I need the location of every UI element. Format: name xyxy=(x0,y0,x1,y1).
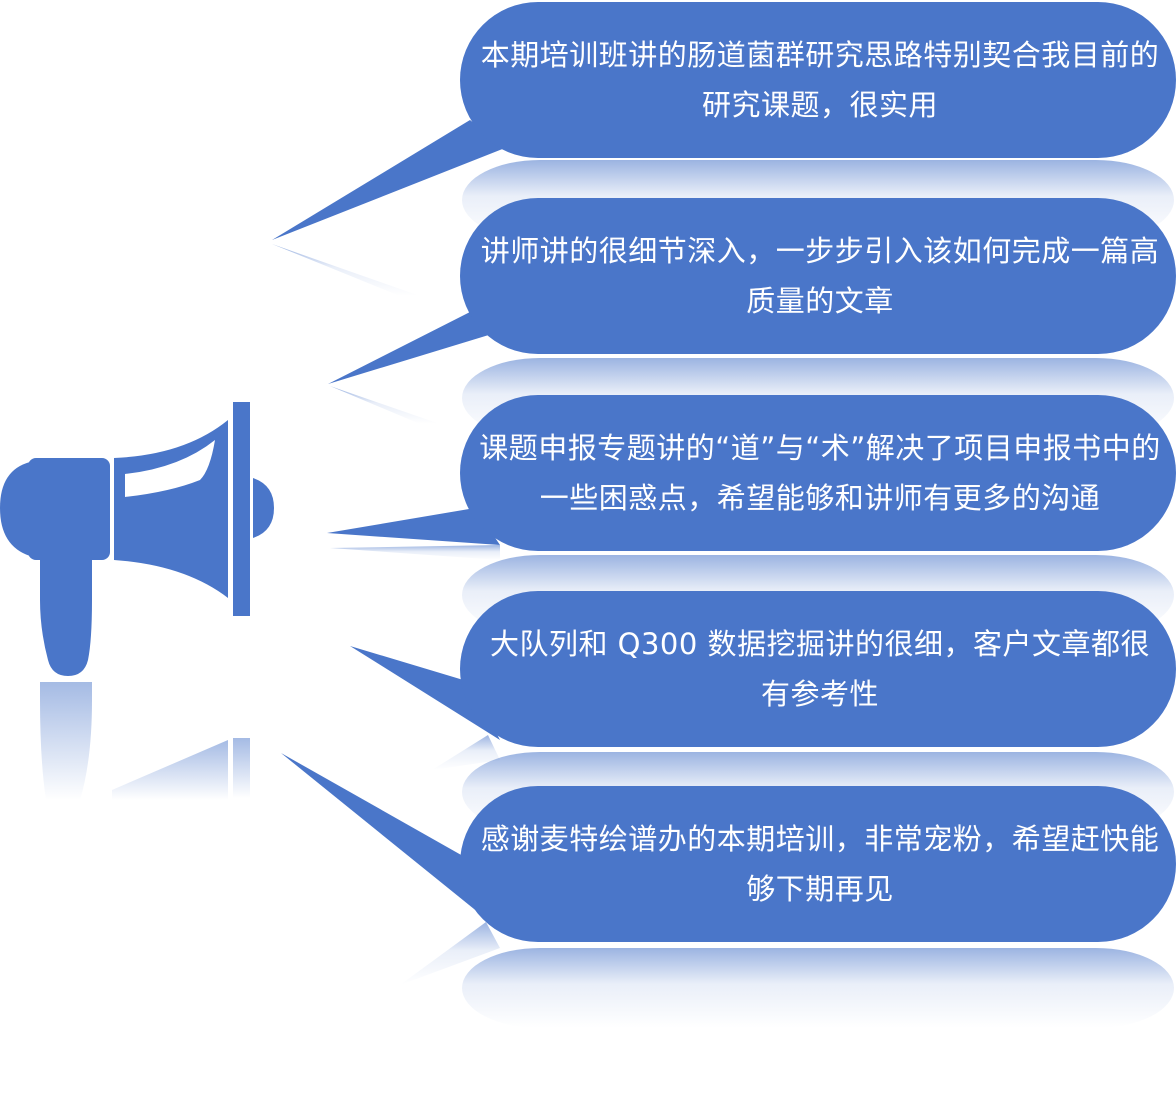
tail-reflection-4 xyxy=(432,735,500,770)
testimonial-4-text: 大队列和 Q300 数据挖掘讲的很细，客户文章都很有参考性 xyxy=(489,627,1151,711)
bubble-body-2 xyxy=(460,198,1176,354)
megaphone-icon xyxy=(0,402,274,676)
bubble-tail-3 xyxy=(327,508,500,545)
tail-reflection-3 xyxy=(330,545,500,560)
speech-bubble-1 xyxy=(272,2,1176,240)
megaphone-reflection xyxy=(40,682,250,800)
testimonial-3: 课题申报专题讲的“道”与“术”解决了项目申报书中的一些困惑点，希望能够和讲师有更… xyxy=(470,395,1170,551)
speech-bubble-2 xyxy=(328,198,1176,384)
testimonial-5-text: 感谢麦特绘谱办的本期培训，非常宠粉，希望赶快能够下期再见 xyxy=(480,822,1160,906)
testimonial-2: 讲师讲的很细节深入，一步步引入该如何完成一篇高质量的文章 xyxy=(470,198,1170,354)
testimonial-1-text: 本期培训班讲的肠道菌群研究思路特别契合我目前的研究课题，很实用 xyxy=(480,38,1160,122)
testimonial-1: 本期培训班讲的肠道菌群研究思路特别契合我目前的研究课题，很实用 xyxy=(470,2,1170,158)
bubble-reflection-5 xyxy=(462,948,1174,1028)
tail-reflection-5 xyxy=(400,922,500,985)
speech-bubble-3 xyxy=(327,395,1176,551)
bubble-tail-4 xyxy=(350,646,500,740)
bubble-body-4 xyxy=(460,591,1176,747)
testimonial-5: 感谢麦特绘谱办的本期培训，非常宠粉，希望赶快能够下期再见 xyxy=(470,786,1170,942)
bubble-tail-5 xyxy=(281,753,500,930)
speech-bubble-5 xyxy=(281,753,1176,942)
speech-bubbles xyxy=(272,2,1176,942)
speech-bubble-4 xyxy=(350,591,1176,747)
testimonial-4: 大队列和 Q300 数据挖掘讲的很细，客户文章都很有参考性 xyxy=(470,591,1170,747)
bubble-tail-1 xyxy=(272,120,505,240)
tail-reflection-2 xyxy=(330,386,440,424)
bubble-body-1 xyxy=(460,2,1176,158)
bubble-body-3 xyxy=(460,395,1176,551)
bubble-body-5 xyxy=(460,786,1176,942)
testimonial-3-text: 课题申报专题讲的“道”与“术”解决了项目申报书中的一些困惑点，希望能够和讲师有更… xyxy=(479,431,1161,515)
bubble-tail-2 xyxy=(328,312,492,384)
tail-reflection-1 xyxy=(272,244,420,296)
testimonial-2-text: 讲师讲的很细节深入，一步步引入该如何完成一篇高质量的文章 xyxy=(480,234,1160,318)
